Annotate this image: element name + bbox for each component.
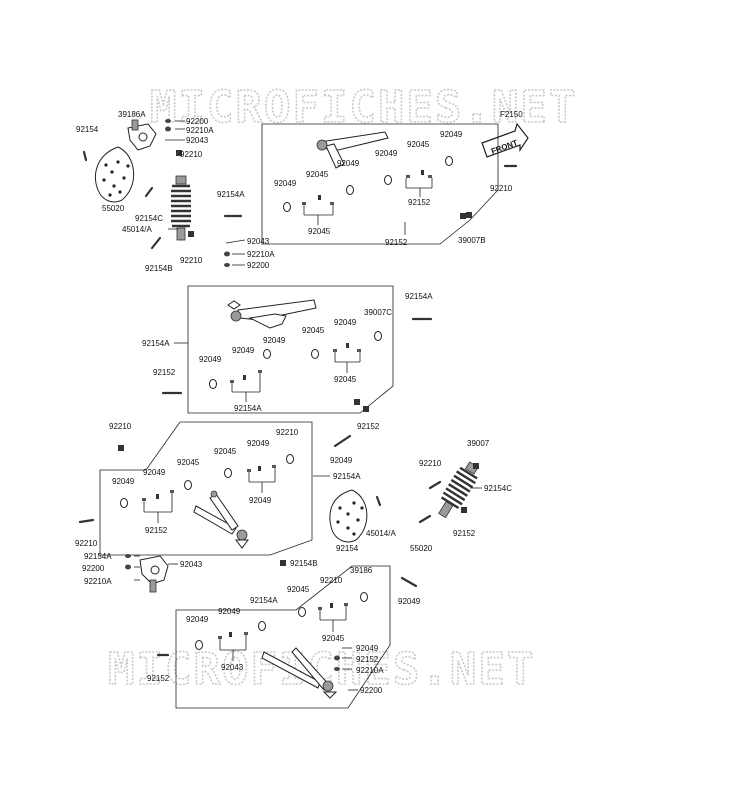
part-label: 92152 [357,422,380,431]
part-label: 92154B [290,559,318,568]
part-label: 55020 [410,544,433,553]
part-label: 92049 [337,159,360,168]
part-label: 92210A [247,250,275,259]
part-label: 92045 [214,447,237,456]
part-label: 92049 [112,477,135,486]
part-label: 92210 [419,459,442,468]
part-label: 92043 [186,136,209,145]
knuckle-39186-icon [139,555,169,593]
part-label: 92049 [356,644,379,653]
part-label: 92049 [199,355,222,364]
part-label: 55020 [102,204,125,213]
part-label: 92049 [249,496,272,505]
part-label: 92154A [234,404,262,413]
part-label: 92210 [180,256,203,265]
part-label: 92152 [408,198,431,207]
part-label: 92152 [385,238,408,247]
part-label: 92210 [180,150,203,159]
hardware-icons [78,119,518,671]
part-label: 92154B [145,264,173,273]
part-label: 92045 [407,140,430,149]
part-label: 92049 [398,597,421,606]
brake-disc-left-icon [95,146,135,203]
part-label: 45014/A [366,529,396,538]
part-label: 92210 [75,539,98,548]
part-label: 92045 [177,458,200,467]
part-label: 92049 [375,149,398,158]
part-label: 92152 [453,529,476,538]
part-label: 92200 [82,564,105,573]
part-label: 92049 [334,318,357,327]
part-label: 92043 [180,560,203,569]
part-label: 92045 [302,326,325,335]
part-label: 92210 [490,184,513,193]
part-label: 92043 [247,237,270,246]
knuckle-39186A-icon [127,119,157,151]
part-label: 92210 [109,422,132,431]
part-label: 92049 [274,179,297,188]
washer-icon [120,156,453,650]
part-label: 92049 [263,336,286,345]
a-arm-39007B-icon [316,131,389,169]
part-label: 92154C [135,214,163,223]
part-label: 92210 [320,576,343,585]
brake-disc-right-icon [329,489,368,543]
part-label: 39186A [118,110,146,119]
part-label: 92043 [221,663,244,672]
part-label: 92154A [84,552,112,561]
part-label: 92049 [232,346,255,355]
a-arm-39007C-icon [227,299,317,329]
a-arm-39007A-icon [261,647,338,699]
part-label: 92049 [247,439,270,448]
part-label: 92049 [186,615,209,624]
part-label: 92154A [333,472,361,481]
part-label: 39007 [467,439,490,448]
part-label: 92154A [405,292,433,301]
part-label: 92049 [440,130,463,139]
part-label: 39186 [350,566,373,575]
part-label: 92154A [142,339,170,348]
group-frame-39007C [187,285,394,414]
shock-absorber-left-icon [171,175,191,241]
part-label: 39007C [364,308,392,317]
part-label: 92210A [84,577,112,586]
part-label: 92049 [218,607,241,616]
part-label: 92045 [334,375,357,384]
leader-lines [134,120,482,691]
part-label: 92045 [308,227,331,236]
group-frame-39007A [175,565,391,709]
part-label: 92200 [360,686,383,695]
part-label: 92152 [145,526,168,535]
part-label: 92154A [250,596,278,605]
part-label: 92049 [330,456,353,465]
part-label: 92154A [217,190,245,199]
part-label: 45014/A [122,225,152,234]
a-arm-39007-icon [193,490,249,549]
part-label: 92045 [306,170,329,179]
shock-absorber-right-icon [438,461,479,519]
watermark-top: MICROFICHES.NET [150,82,577,133]
part-label: 92152 [356,655,379,664]
part-label: 92049 [143,468,166,477]
group-frame-39007B [261,123,499,245]
part-label: 92045 [287,585,310,594]
part-labels: 39186A 92154 92200 92210A 92043 92210 55… [75,110,513,695]
part-label: 92045 [322,634,345,643]
figure-ref-label: F2150 [500,110,523,119]
group-frame-39007 [99,421,313,556]
part-label: 92152 [153,368,176,377]
part-label: 92200 [186,117,209,126]
part-label: 92154C [484,484,512,493]
part-label: 92200 [247,261,270,270]
part-label: 92210A [186,126,214,135]
part-label: 39007B [458,236,486,245]
part-label: 92210 [276,428,299,437]
part-label: 92154 [336,544,359,553]
part-label: 92210A [356,666,384,675]
part-label: 92154 [76,125,99,134]
part-label: 92152 [147,674,170,683]
watermark-bottom: MICROFICHES.NET [108,644,535,695]
